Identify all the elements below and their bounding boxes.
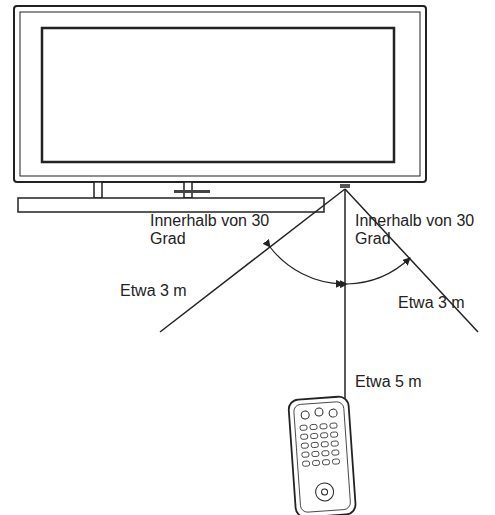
ir-sensor: [340, 184, 350, 188]
tv-frame: [14, 6, 426, 182]
angle-arc: [347, 258, 410, 284]
remote-control: [288, 396, 356, 515]
angle-arc: [270, 247, 343, 284]
angle-label: Innerhalb von 30 Grad: [355, 212, 485, 248]
distance-label: Etwa 5 m: [355, 373, 445, 391]
distance-label: Etwa 3 m: [120, 282, 210, 300]
tv-bezel: [20, 12, 420, 176]
angle-label: Innerhalb von 30 Grad: [150, 212, 280, 248]
range-line: [160, 189, 345, 332]
stand-post: [94, 182, 102, 198]
brand-mark: [174, 190, 210, 193]
distance-label: Etwa 3 m: [398, 294, 488, 312]
stand-base: [18, 198, 324, 212]
tv-screen: [42, 28, 394, 162]
